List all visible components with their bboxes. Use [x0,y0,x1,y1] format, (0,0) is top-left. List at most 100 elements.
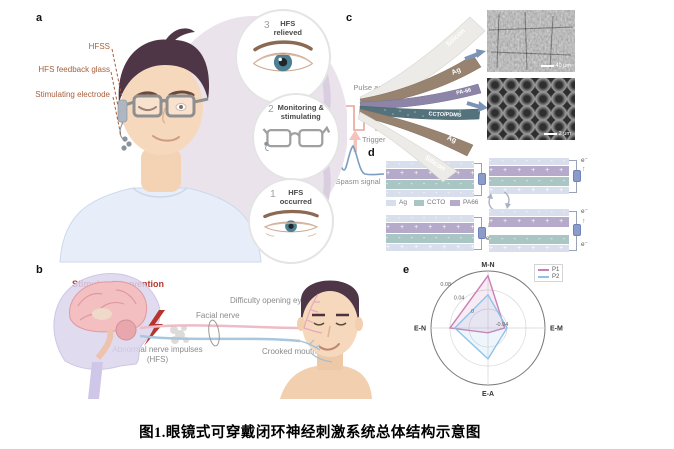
radar-tick-label: 0.04 [454,296,465,302]
sem-arrow-bottom [466,101,487,112]
crooked-mouth-label: Crooked mouth [262,347,317,356]
charge-row: + + + + + + + + + [386,170,474,177]
ag-layer: + + + + + + + + + [489,245,569,252]
electron-down-arrow: ↓ [487,222,491,229]
neck [141,148,181,192]
legend-label-pa66: PA66 [463,199,479,206]
open-eye-icon [252,40,314,72]
scalebar-text: 2 μm [558,131,571,137]
collar [132,187,188,198]
panel-a-label: a [36,12,43,24]
charge-row: - - - - - - - - - [489,209,569,216]
smart-glasses-icon [262,125,331,152]
resistor [478,173,486,185]
pa66-layer: + + + + + + + + + [386,169,474,179]
face-ear-right [355,317,363,331]
face-nose [327,325,331,338]
feedback-glass-annotation: HFS feedback glass [38,65,110,74]
charge-row: - - - - - - - - - [386,181,474,188]
eyebrow-right [168,90,195,97]
panel-b-label: b [36,264,43,276]
electron-label: e⁻ [581,241,589,248]
smile [152,135,180,142]
step-label-line2: occurred [279,196,312,206]
stimulating-electrode-annotation: Stimulating electrode [35,90,110,99]
scalebar-text: 40 μm [555,63,571,69]
figure-caption: 图1.眼镜式可穿戴闭环神经刺激系统总体结构示意图 [139,425,481,441]
winking-eye [138,106,157,111]
radar-tick-label: -0.04 [496,322,509,328]
panel-e-label: e [403,264,410,276]
nerve-pink [139,324,307,330]
spasm-signal-label: Spasm signal [335,177,381,186]
sem-image-dimple-array: 2 μm [487,78,575,140]
resistor [478,227,486,239]
facial-nerve-branches-pink [303,293,323,334]
step-label-line2: stimulating [280,111,321,121]
radar-axis-label: E-A [482,391,494,398]
ccto-layer: - - - - - - - - - [386,180,474,189]
hfss-device [117,99,128,123]
face [302,291,358,357]
air-gap [489,228,569,234]
open-eye-pupil [179,105,183,109]
pa66-layer: + + + + + + + + + [386,223,474,233]
layer-label: CCTO/PDMS [428,111,461,118]
electron-label: e⁻ [581,208,589,215]
resistor [573,170,581,182]
sem-image-ag-surface: 40 μm [487,10,575,72]
ag-layer: + + + + + + + + + [489,187,569,194]
ag-layer: - - - - - - - - - [489,209,569,216]
radar-axis-label: E-M [550,326,563,333]
ag-layer: + + + + + + + + + [386,244,474,251]
layer-label: Ag [446,135,457,145]
radar-axis-label: M-N [481,262,494,269]
step-circle-2: 2 Monitoring & stimulating [252,93,340,181]
scalebar: 40 μm [540,63,571,69]
charge-row: + + + + + + + + + [386,224,474,231]
ccto-texture-dots [384,109,461,117]
step-label-line1: Monitoring & [277,103,324,112]
step-circle-3: 3 HFS relieved [235,9,331,105]
radar-chart: M-N E-M E-A E-N 0.08 0.04 0 -0.04 [414,262,563,398]
pa66-layer: + + + + + + + + + [489,166,569,176]
legend-label-ag: Ag [399,199,407,206]
crooked-mouth-line [319,343,340,351]
electrode-cable [119,121,124,140]
electron-up-arrow: ↑ [582,166,586,173]
ag-layer: - - - - - - - - - [386,215,474,222]
legend-label-p2: P2 [552,273,560,280]
charge-row: - - - - - - - - - [386,215,474,222]
glasses-icon [121,94,209,118]
layer-label: PA-66 [456,88,472,97]
panel-c-label: c [346,12,353,24]
radar-axis-label: E-N [414,326,426,333]
layer-silicon-bottom [357,111,458,183]
electron-up-arrow: ↑ [582,218,586,225]
ccto-layer: - - - - - - - - - [386,234,474,243]
nerve-pathway-illustration [53,273,372,399]
abnormal-impulse-cloud [170,325,189,344]
step-label-line2: relieved [273,27,302,37]
trigger-label: Trigger [362,135,386,144]
radar-legend: P1 P2 [534,264,564,282]
charge-row: - - - - - - - - - [489,236,569,243]
shoulders [280,365,372,399]
legend-label-p1: P1 [552,266,560,273]
charge-row: + + + + + + + + + [489,187,569,194]
teng-state-press: - - - - - - - - - + + + + + + + + + - - … [386,214,474,252]
layer-label: Ag [451,66,462,76]
hfss-annotation: HFSS [88,42,110,51]
nose [161,107,166,124]
step-number: 2 [268,104,274,115]
ccto-layer: - - - - - - - - - [489,177,569,186]
radar-tick-label: 0 [471,309,474,315]
radar-series-P2 [453,293,508,360]
radar-tick-label: 0.08 [440,282,451,288]
device-layer-stack: Silicon Ag PA-66 CCTO/PDMS Ag Silicon [357,16,487,183]
legend-label-ccto: CCTO [427,199,446,206]
brainstem [95,329,114,360]
face-ear-left [297,317,305,331]
sem-arrow-top [464,49,486,61]
legend-swatch-p1 [538,268,549,271]
